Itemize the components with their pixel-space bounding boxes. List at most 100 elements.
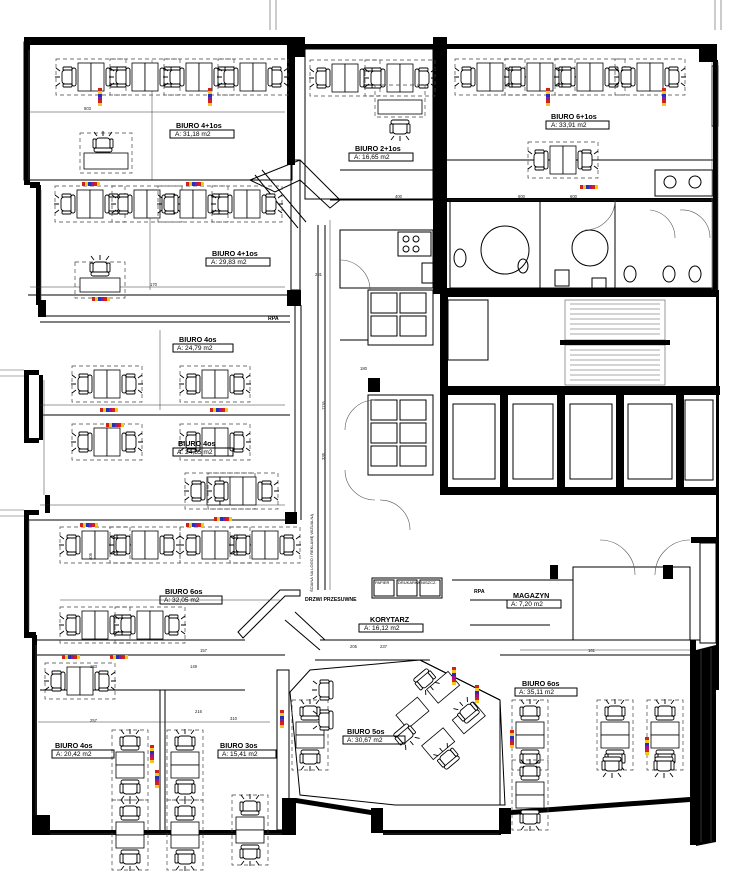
desk [83, 152, 129, 170]
power-outlet-strip [98, 88, 102, 106]
desk [331, 63, 346, 93]
svg-text:A: 24,55 m2: A: 24,55 m2 [177, 449, 213, 456]
svg-text:A: 15,41 m2: A: 15,41 m2 [222, 751, 258, 758]
office-chair [312, 679, 334, 701]
printer-label: DRUKARKA [398, 580, 421, 585]
desk [185, 62, 200, 92]
office-chair [119, 849, 141, 871]
desk [66, 666, 81, 696]
desk [76, 189, 91, 219]
office-chair [174, 799, 196, 821]
svg-text:A: 35,11 m2: A: 35,11 m2 [519, 689, 554, 696]
svg-text:BIURO 4os: BIURO 4os [178, 439, 216, 448]
office-chair [554, 66, 576, 88]
office-chair [211, 193, 233, 215]
desk [264, 530, 279, 560]
room-label: BIURO 6os A: 35,11 m2 [514, 679, 578, 697]
svg-text:BIURO 4+1os: BIURO 4+1os [176, 121, 222, 130]
desk [526, 62, 541, 92]
svg-text:BIURO 6os: BIURO 6os [522, 679, 560, 688]
office-chair [229, 373, 251, 395]
dim-label: 400 [395, 194, 403, 199]
desk [242, 476, 257, 506]
desk [589, 62, 604, 92]
office-chair [179, 373, 201, 395]
svg-text:BIURO 4+1os: BIURO 4+1os [212, 249, 258, 258]
office-chair [519, 699, 541, 721]
dim-label: 335 [321, 452, 326, 460]
desk [214, 427, 229, 457]
power-outlet-strip [214, 517, 232, 521]
office-chair [229, 534, 251, 556]
office-chair [119, 729, 141, 751]
office-chair [664, 66, 686, 88]
office-chair [519, 759, 541, 781]
office-chair [453, 696, 480, 724]
office-chair [654, 699, 676, 721]
office-chair [55, 66, 77, 88]
desk [170, 821, 200, 836]
svg-text:A: 20,42 m2: A: 20,42 m2 [56, 751, 92, 758]
svg-text:BIURO 4os: BIURO 4os [179, 335, 217, 344]
desk [344, 63, 359, 93]
office-chair [174, 779, 196, 801]
desk [115, 834, 145, 849]
office-chair [92, 131, 114, 153]
svg-text:A: 32,05 m2: A: 32,05 m2 [164, 597, 200, 604]
svg-text:A: 30,67 m2: A: 30,67 m2 [347, 737, 383, 744]
dim-label: 310 [230, 716, 238, 721]
office-chair [239, 794, 261, 816]
desk [636, 62, 651, 92]
svg-text:A: 16,12 m2: A: 16,12 m2 [364, 625, 400, 632]
room-label: BIURO 4os A: 24,79 m2 [172, 335, 234, 353]
power-outlet-strip [475, 685, 479, 703]
room-label: BIURO 2+1os A: 16,65 m2 [348, 144, 414, 162]
office-chair [157, 193, 179, 215]
dim-label: 281 [315, 272, 323, 277]
dim-label: 803 [84, 106, 92, 111]
office-chair [454, 66, 476, 88]
office-chair [114, 614, 136, 636]
office-chair [309, 67, 331, 89]
desk [515, 781, 545, 796]
office-chair [299, 749, 321, 771]
room-label: BIURO 6os A: 32,05 m2 [159, 587, 223, 605]
desk [562, 145, 577, 175]
power-outlet-strip [62, 655, 80, 659]
dim-label: 600 [518, 194, 526, 199]
svg-text:BIURO 4os: BIURO 4os [55, 741, 93, 750]
desk [179, 189, 194, 219]
desk [489, 62, 504, 92]
desk [549, 145, 564, 175]
office-chair [121, 431, 143, 453]
desk [229, 476, 244, 506]
office-chair [261, 193, 283, 215]
power-outlet-strip [186, 523, 204, 527]
room-label: KORYTARZ A: 16,12 m2 [358, 615, 424, 633]
desk [149, 610, 164, 640]
printer-label: PAPIER [375, 580, 389, 585]
dim-label: 205 [350, 644, 358, 649]
desk [214, 369, 229, 399]
office-chair [433, 742, 460, 770]
power-outlet-strip [82, 182, 100, 186]
office-chair [174, 849, 196, 871]
svg-text:A: 16,65 m2: A: 16,65 m2 [354, 154, 390, 161]
desk [131, 62, 146, 92]
desk [81, 610, 96, 640]
office-chair [217, 66, 239, 88]
office-chair [207, 480, 229, 502]
office-chair [413, 668, 440, 696]
office-chair [179, 534, 201, 556]
dim-label: 183 [90, 664, 98, 669]
power-outlet-strip [580, 185, 598, 189]
office-chair [179, 431, 201, 453]
office-chair [653, 756, 675, 778]
logo-wall-note: ŚCIANA NA LOGO / REKLAMĘ WIZUALNĄ [309, 514, 314, 592]
office-chair [389, 119, 411, 141]
office-chair [109, 534, 131, 556]
desk [515, 721, 545, 736]
desk [136, 610, 151, 640]
office-chair [364, 67, 386, 89]
office-chair [601, 756, 623, 778]
